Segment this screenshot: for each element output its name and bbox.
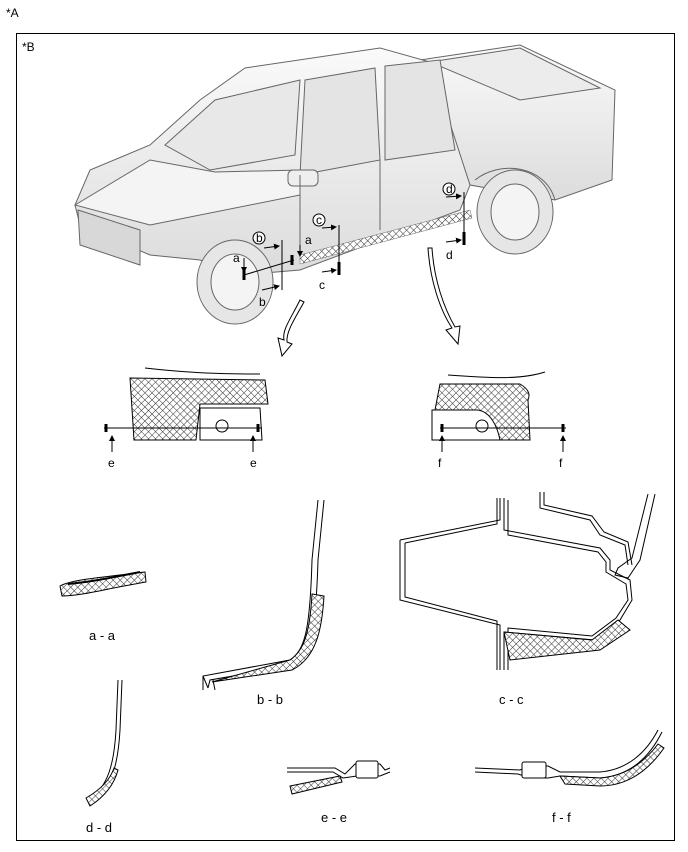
callout-d-bottom: d xyxy=(446,248,453,262)
callout-a-right: a xyxy=(305,233,312,247)
callout-f-left: f xyxy=(438,456,442,470)
section-a-a xyxy=(59,571,147,597)
diagram-frame xyxy=(16,33,675,841)
detail-e-panel xyxy=(104,367,269,452)
section-label-cc: c - c xyxy=(499,692,524,707)
rocker-sealer-area xyxy=(299,209,473,265)
section-label-aa: a - a xyxy=(89,628,116,643)
section-label-bb: b - b xyxy=(257,692,283,707)
section-label-dd: d - d xyxy=(86,820,112,835)
section-c-c xyxy=(399,492,656,670)
figure-tag-b: *B xyxy=(22,40,35,54)
section-f-f xyxy=(474,729,665,787)
section-b-b xyxy=(202,499,325,691)
truck-illustration xyxy=(73,44,616,325)
callout-e-right: e xyxy=(250,456,257,470)
view-arrows xyxy=(241,193,462,291)
zoom-arrow-front xyxy=(277,299,305,358)
callout-d-top: d xyxy=(446,182,453,196)
section-markers xyxy=(242,192,466,290)
section-e-e xyxy=(287,760,391,795)
section-label-ff: f - f xyxy=(552,810,571,825)
callout-e-left: e xyxy=(108,456,115,470)
callout-b-top: b xyxy=(256,231,263,245)
callout-f-right: f xyxy=(559,456,563,470)
callout-circles xyxy=(252,182,456,245)
callout-c-bottom: c xyxy=(319,278,325,292)
zoom-arrow-rear xyxy=(427,247,461,346)
section-d-d xyxy=(85,679,123,807)
callout-c-top: c xyxy=(316,213,322,227)
callout-a-left: a xyxy=(233,251,240,265)
detail-f-panel xyxy=(431,371,566,452)
callout-b-bottom: b xyxy=(259,295,266,309)
section-label-ee: e - e xyxy=(321,810,347,825)
figure-tag-a: *A xyxy=(6,6,19,20)
